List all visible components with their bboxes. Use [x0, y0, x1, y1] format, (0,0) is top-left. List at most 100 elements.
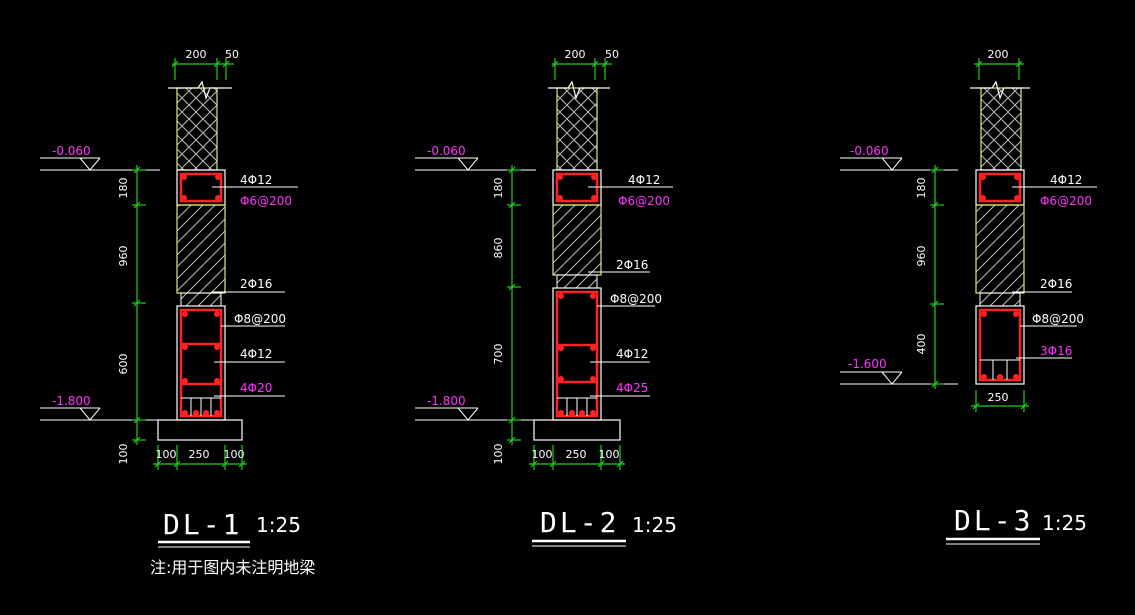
cap-block: [556, 274, 598, 289]
bottom-dimension: [529, 445, 625, 470]
drawing-note: 注:用于图内未注明地梁: [150, 558, 315, 577]
cap-block: [979, 292, 1021, 307]
elevation-mark: [40, 157, 160, 421]
dim-bottom: 250: [189, 448, 210, 461]
dim-top-width: 200: [988, 48, 1009, 61]
dim-vertical: 100: [117, 444, 130, 465]
rebar-label: 4Φ25: [616, 381, 648, 395]
cap-block: [180, 292, 222, 307]
dim-bottom: 100: [532, 448, 553, 461]
detail-dl-3: 200 4Φ12 Φ6@200 2Φ16 Φ: [840, 48, 1097, 545]
detail-title: DL-1: [163, 508, 242, 541]
rebar-label: 4Φ12: [1050, 173, 1082, 187]
break-line: [970, 80, 1030, 100]
vertical-dimension: [507, 165, 521, 445]
rebar-dots: [182, 311, 220, 416]
dim-vertical: 180: [117, 178, 130, 199]
bottom-ticks: [181, 397, 221, 416]
dim-bottom: 100: [156, 448, 177, 461]
dim-bottom: 100: [224, 448, 245, 461]
wall-hatch: [975, 204, 1025, 294]
detail-scale: 1:25: [1042, 511, 1087, 535]
rebar-dots: [980, 174, 1020, 201]
dim-vertical: 180: [915, 178, 928, 199]
elevation-top: -0.060: [52, 144, 91, 158]
rebar-label: 4Φ12: [240, 347, 272, 361]
tie-bars: [557, 343, 597, 384]
elevation-mark: [840, 157, 958, 385]
masonry-wall: [556, 87, 598, 171]
rebar-label: 4Φ12: [628, 173, 660, 187]
stirrup-label: Φ6@200: [240, 194, 292, 208]
rebar-dots: [181, 174, 221, 201]
wall-hatch: [552, 204, 602, 276]
stirrup-label: Φ8@200: [234, 312, 286, 326]
top-dimension: [171, 58, 234, 80]
footing: [157, 419, 243, 441]
rebar-dots: [981, 311, 1019, 380]
detail-title: DL-2: [540, 506, 619, 539]
rebar-dots: [557, 174, 597, 201]
rebar-label: 4Φ20: [240, 381, 272, 395]
dim-vertical: 960: [117, 246, 130, 267]
ground-beam: [975, 305, 1025, 385]
dim-vertical: 600: [117, 354, 130, 375]
detail-dl-1: 200 50: [40, 48, 315, 577]
detail-scale: 1:25: [632, 513, 677, 537]
vertical-dimension: [132, 165, 146, 445]
dim-vertical: 180: [492, 178, 505, 199]
bottom-ticks: [980, 359, 1020, 380]
top-dimension: [551, 58, 612, 80]
dim-top-offset: 50: [605, 48, 619, 61]
bottom-dimension: [971, 390, 1029, 412]
rebar-label: 3Φ16: [1040, 344, 1072, 358]
leader-lines: [212, 186, 298, 397]
elevation-top: -0.060: [850, 144, 889, 158]
stirrup-label: Φ8@200: [610, 292, 662, 306]
break-line: [168, 80, 232, 100]
dim-vertical: 100: [492, 444, 505, 465]
dim-bottom: 250: [566, 448, 587, 461]
rebar-dots: [558, 293, 596, 416]
break-line: [548, 80, 610, 100]
top-dimension: [974, 58, 1024, 80]
dim-vertical: 700: [492, 344, 505, 365]
masonry-wall: [980, 87, 1022, 171]
stirrup: [555, 290, 599, 418]
detail-scale: 1:25: [256, 513, 301, 537]
elevation-mark: [415, 157, 536, 421]
wall-hatch: [176, 204, 226, 294]
dim-top-width: 200: [565, 48, 586, 61]
tie-bars: [181, 342, 221, 386]
rebar-label: 2Φ16: [240, 277, 272, 291]
footing: [533, 419, 621, 441]
detail-title: DL-3: [954, 504, 1033, 537]
elevation-bottom: -1.800: [52, 394, 91, 408]
detail-dl-2: 200 50: [415, 48, 677, 547]
stirrup-label: Φ6@200: [618, 194, 670, 208]
leader-lines: [588, 186, 673, 397]
masonry-wall: [176, 87, 218, 171]
bottom-ticks: [557, 397, 597, 416]
dim-vertical: 960: [915, 246, 928, 267]
leader-lines: [1012, 186, 1097, 359]
stirrup-label: Φ8@200: [1032, 312, 1084, 326]
dim-vertical: 860: [492, 238, 505, 259]
dim-top-width: 200: [186, 48, 207, 61]
dim-bottom: 100: [599, 448, 620, 461]
stirrup-label: Φ6@200: [1040, 194, 1092, 208]
rebar-label: 2Φ16: [1040, 277, 1072, 291]
vertical-dimension: [930, 165, 944, 389]
rebar-label: 4Φ12: [616, 347, 648, 361]
stirrup: [978, 308, 1022, 382]
dim-vertical: 400: [915, 334, 928, 355]
elevation-top: -0.060: [427, 144, 466, 158]
elevation-bottom: -1.800: [427, 394, 466, 408]
bottom-dimension: [153, 445, 247, 470]
elevation-bottom: -1.600: [848, 357, 887, 371]
rebar-label: 4Φ12: [240, 173, 272, 187]
rebar-label: 2Φ16: [616, 258, 648, 272]
dim-top-offset: 50: [225, 48, 239, 61]
dim-bottom: 250: [988, 391, 1009, 404]
